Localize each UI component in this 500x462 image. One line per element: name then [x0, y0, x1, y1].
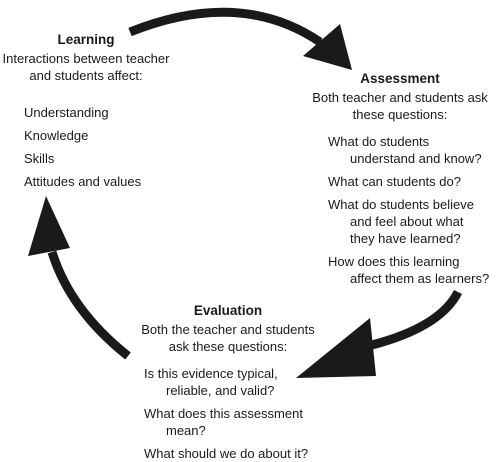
- assessment-intro-line: these questions:: [352, 107, 448, 122]
- assessment-question: What do students believe and feel about …: [328, 196, 500, 247]
- evaluation-question-line: reliable, and valid?: [166, 383, 275, 398]
- arrow-learning-to-assessment-shaft: [128, 7, 323, 46]
- assessment-question-line: What do students believe: [328, 197, 474, 212]
- assessment-block: Assessment Both teacher and students ask…: [300, 70, 500, 287]
- assessment-questions: What do students understand and know? Wh…: [300, 133, 500, 287]
- assessment-question: What do students understand and know?: [328, 133, 500, 167]
- assessment-question-line: they have learned?: [350, 231, 461, 246]
- learning-intro-line: and students affect:: [29, 68, 143, 83]
- arrow-learning-to-assessment-head: [303, 24, 352, 70]
- assessment-question: What can students do?: [328, 173, 500, 190]
- evaluation-question: What does this assessment mean?: [144, 405, 338, 439]
- arrow-evaluation-to-learning-shaft: [47, 250, 131, 360]
- assessment-question-line: What do students: [328, 134, 430, 149]
- evaluation-intro: Both the teacher and students ask these …: [118, 321, 338, 355]
- assessment-question: How does this learning affect them as le…: [328, 253, 500, 287]
- evaluation-question-line: What should we do about it?: [144, 446, 309, 461]
- evaluation-question: Is this evidence typical, reliable, and …: [144, 365, 338, 399]
- assessment-question-line: and feel about what: [350, 214, 464, 229]
- assessment-question-line: affect them as learners?: [350, 271, 490, 286]
- arrow-evaluation-to-learning-head: [28, 196, 70, 256]
- learning-title: Learning: [57, 32, 115, 47]
- learning-intro-line: Interactions between teacher: [2, 51, 170, 66]
- evaluation-intro-line: Both the teacher and students: [141, 322, 315, 337]
- evaluation-block: Evaluation Both the teacher and students…: [118, 302, 338, 462]
- learning-block: Learning Interactions between teacher an…: [0, 31, 172, 190]
- evaluation-question-line: Is this evidence typical,: [144, 366, 278, 381]
- learning-item: Understanding: [24, 105, 109, 120]
- evaluation-question: What should we do about it?: [144, 445, 338, 462]
- evaluation-title: Evaluation: [193, 303, 263, 318]
- assessment-intro-line: Both teacher and students ask: [312, 90, 488, 105]
- learning-item: Knowledge: [24, 128, 89, 143]
- assessment-question-line: How does this learning: [328, 254, 460, 269]
- learning-item: Skills: [24, 151, 55, 166]
- learning-items: Understanding Knowledge Skills Attitudes…: [0, 104, 172, 190]
- assessment-title: Assessment: [360, 71, 440, 86]
- assessment-question-line: understand and know?: [350, 151, 482, 166]
- evaluation-question-line: mean?: [166, 423, 206, 438]
- evaluation-question-line: What does this assessment: [144, 406, 303, 421]
- evaluation-questions: Is this evidence typical, reliable, and …: [118, 365, 338, 462]
- assessment-intro: Both teacher and students ask these ques…: [300, 89, 500, 123]
- arrow-assessment-to-evaluation-shaft: [366, 289, 463, 351]
- evaluation-intro-line: ask these questions:: [168, 339, 288, 354]
- arrow-assessment-to-evaluation-head: [296, 318, 376, 378]
- learning-item: Attitudes and values: [24, 174, 142, 189]
- learning-intro: Interactions between teacher and student…: [0, 50, 172, 84]
- assessment-question-line: What can students do?: [328, 174, 461, 189]
